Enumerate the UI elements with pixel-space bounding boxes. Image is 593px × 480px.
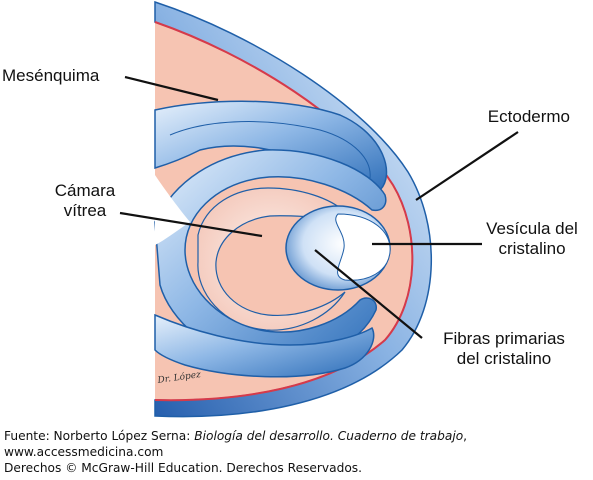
label-vesicula-line2: cristalino [498,239,566,258]
figure-caption: Fuente: Norberto López Serna: Biología d… [4,428,467,476]
label-fibras: Fibras primarias del cristalino [425,329,583,369]
optic-cup-diagram: Dr. López [119,0,519,418]
label-camara-line1: Cámara [54,181,116,200]
caption-source-title: Biología del desarrollo. Cuaderno de tra… [194,429,464,443]
caption-source: Fuente: Norberto López Serna: Biología d… [4,428,467,444]
leader-ectodermo [415,131,519,201]
leader-mesenquima [124,75,219,102]
label-camara-line2: vítrea [63,201,107,220]
label-vesicula-line1: Vesícula del [486,219,578,238]
label-mesenquima: Mesénquima [2,66,100,85]
leader-lines [119,75,519,339]
leader-fibras [314,249,423,339]
label-vesicula: Vesícula del cristalino [472,219,592,259]
label-fibras-line2: del cristalino [456,349,552,368]
leader-camara [119,211,263,238]
label-camara-vitrea: Cámara vítrea [50,181,120,221]
lens-vesicle [285,205,391,291]
label-ectodermo: Ectodermo [487,107,570,126]
label-fibras-line1: Fibras primarias [443,329,565,348]
lower-fold [154,313,375,378]
cavity-gap [155,175,190,245]
caption-source-prefix: Fuente: Norberto López Serna: [4,429,195,443]
caption-url: www.accessmedicina.com [4,445,164,459]
caption-source-suffix: , [463,429,468,443]
caption-rights: Derechos © McGraw-Hill Education. Derech… [4,461,363,475]
